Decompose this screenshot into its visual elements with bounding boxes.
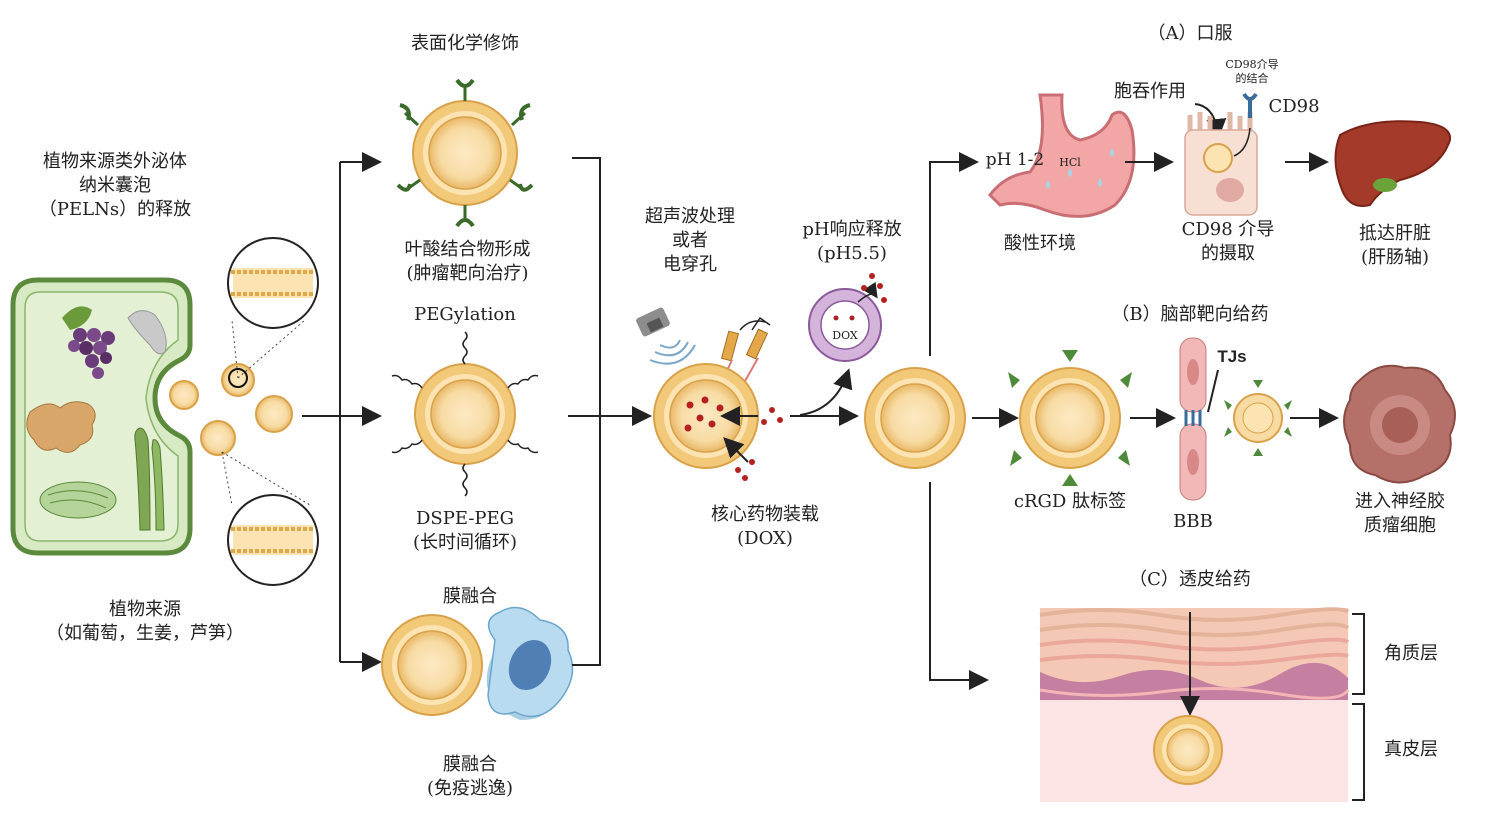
grape-icon	[62, 306, 115, 379]
dspe-peg-label: DSPE-PEG (长时间循环)	[395, 507, 535, 555]
membrane-fusion-line1: 膜融合	[443, 754, 497, 775]
ph-label: pH 1-2	[985, 150, 1045, 170]
stomach-icon	[988, 93, 1136, 218]
small-crgd-vesicle	[1224, 380, 1292, 456]
loading-method-label: 超声波处理 或者 电穿孔	[625, 205, 755, 277]
cd98-binding-label: CD98介导 的结合	[1212, 58, 1292, 86]
lipid-bilayer-zoom-top	[227, 237, 319, 388]
ultrasound-device-icon	[636, 307, 696, 365]
glioma-label: 进入神经胶 质瘤细胞	[1340, 490, 1460, 538]
folate-line2: (肿瘤靶向治疗)	[406, 263, 529, 284]
plant-source-line1: 植物来源	[109, 599, 181, 620]
ph-release-line1: pH响应释放	[802, 219, 902, 240]
surface-modification-title: 表面化学修饰	[411, 33, 519, 54]
membrane-fusion-vesicle	[381, 606, 574, 720]
loading-method-line2: 或者	[672, 230, 708, 251]
glioma-cell-icon	[1343, 364, 1456, 484]
lipid-bilayer-zoom-bottom	[221, 451, 319, 586]
branch-arrows-right	[929, 152, 1019, 690]
glioma-line2: 质瘤细胞	[1364, 515, 1436, 536]
release-title-line1: 植物来源类外泌体	[43, 151, 187, 172]
plant-source-line2: （如葡萄，生姜，芦笋）	[46, 623, 244, 644]
liver-label: 抵达肝脏 (肝肠轴)	[1340, 222, 1450, 270]
cd98-label: CD98	[1268, 96, 1320, 117]
core-drug-line2: (DOX)	[737, 528, 793, 549]
engineered-vesicle	[864, 367, 966, 469]
release-arrows	[790, 368, 859, 426]
membrane-fusion-label: 膜融合 (免疫逃逸)	[400, 753, 540, 801]
core-drug-label: 核心药物装载 (DOX)	[690, 503, 840, 551]
release-title: 植物来源类外泌体 纳米囊泡 （PELNs）的释放	[15, 150, 215, 222]
liver-line2: (肝肠轴)	[1360, 247, 1430, 268]
branch-arrows-left	[302, 152, 382, 672]
brain-title: （B）脑部靶向给药	[1111, 304, 1269, 325]
oral-title: （A）口服	[1147, 23, 1233, 44]
skin-title: （C）透皮给药	[1129, 569, 1251, 590]
asparagus-icon	[134, 427, 165, 531]
liver-icon	[1334, 120, 1452, 207]
ph-release-vesicle	[808, 273, 887, 362]
hcl-label: HCl	[1059, 156, 1081, 169]
crgd-vesicle	[1008, 350, 1132, 486]
cd98-uptake-label: CD98 介导 的摄取	[1168, 218, 1288, 266]
tjs-label: TJs	[1217, 347, 1247, 366]
chloroplast-icon	[39, 481, 117, 519]
stratum-corneum-label: 角质层	[1384, 643, 1438, 664]
release-title-line2: 纳米囊泡	[79, 175, 151, 196]
folate-line1: 叶酸结合物形成	[404, 239, 531, 260]
plant-source-label: 植物来源 （如葡萄，生姜，芦笋）	[20, 598, 270, 646]
merge-bracket	[568, 157, 652, 666]
dspe-peg-line2: (长时间循环)	[412, 532, 518, 553]
glioma-line1: 进入神经胶	[1355, 491, 1445, 512]
cd98-uptake-line1: CD98 介导	[1181, 219, 1275, 240]
dermis-label: 真皮层	[1384, 739, 1438, 760]
bbb-label: BBB	[1173, 511, 1213, 532]
dox-label: DOX	[832, 329, 858, 342]
ph-release-label: pH响应释放 (pH5.5)	[782, 218, 922, 266]
core-drug-line1: 核心药物装载	[711, 504, 819, 525]
membrane-fusion-line2: (免疫逃逸)	[426, 778, 514, 799]
vacuole-icon	[127, 310, 167, 355]
enterocyte-icon	[1184, 92, 1258, 216]
liver-line1: 抵达肝脏	[1359, 223, 1431, 244]
brain-arrows	[1130, 369, 1339, 428]
endocytosis-label: 胞吞作用	[1114, 81, 1186, 102]
bbb-cells	[1179, 337, 1207, 501]
cd98-uptake-line2: 的摄取	[1201, 243, 1255, 264]
dox-loaded-vesicle	[653, 363, 783, 481]
loading-method-line1: 超声波处理	[645, 206, 735, 227]
pegylation-label: PEGylation	[414, 304, 516, 325]
release-title-line3: （PELNs）的释放	[38, 199, 192, 220]
crgd-label: cRGD 肽标签	[1013, 491, 1127, 512]
ginger-icon	[26, 401, 96, 453]
loading-method-line3: 电穿孔	[663, 254, 717, 275]
electroporation-icon	[717, 316, 771, 391]
folate-vesicle	[396, 78, 534, 228]
folate-label: 叶酸结合物形成 (肿瘤靶向治疗)	[385, 238, 550, 286]
skin-brackets	[1352, 613, 1365, 801]
pegylated-vesicle	[391, 331, 539, 497]
skin-layers	[1039, 607, 1350, 802]
membrane-fusion-title: 膜融合	[443, 586, 497, 607]
acid-environment-label: 酸性环境	[1004, 233, 1076, 254]
dspe-peg-line1: DSPE-PEG	[415, 508, 515, 529]
cd98-binding-line1: CD98介导	[1225, 58, 1279, 71]
ph-release-line2: (pH5.5)	[817, 243, 887, 264]
cd98-binding-line2: 的结合	[1235, 72, 1269, 85]
